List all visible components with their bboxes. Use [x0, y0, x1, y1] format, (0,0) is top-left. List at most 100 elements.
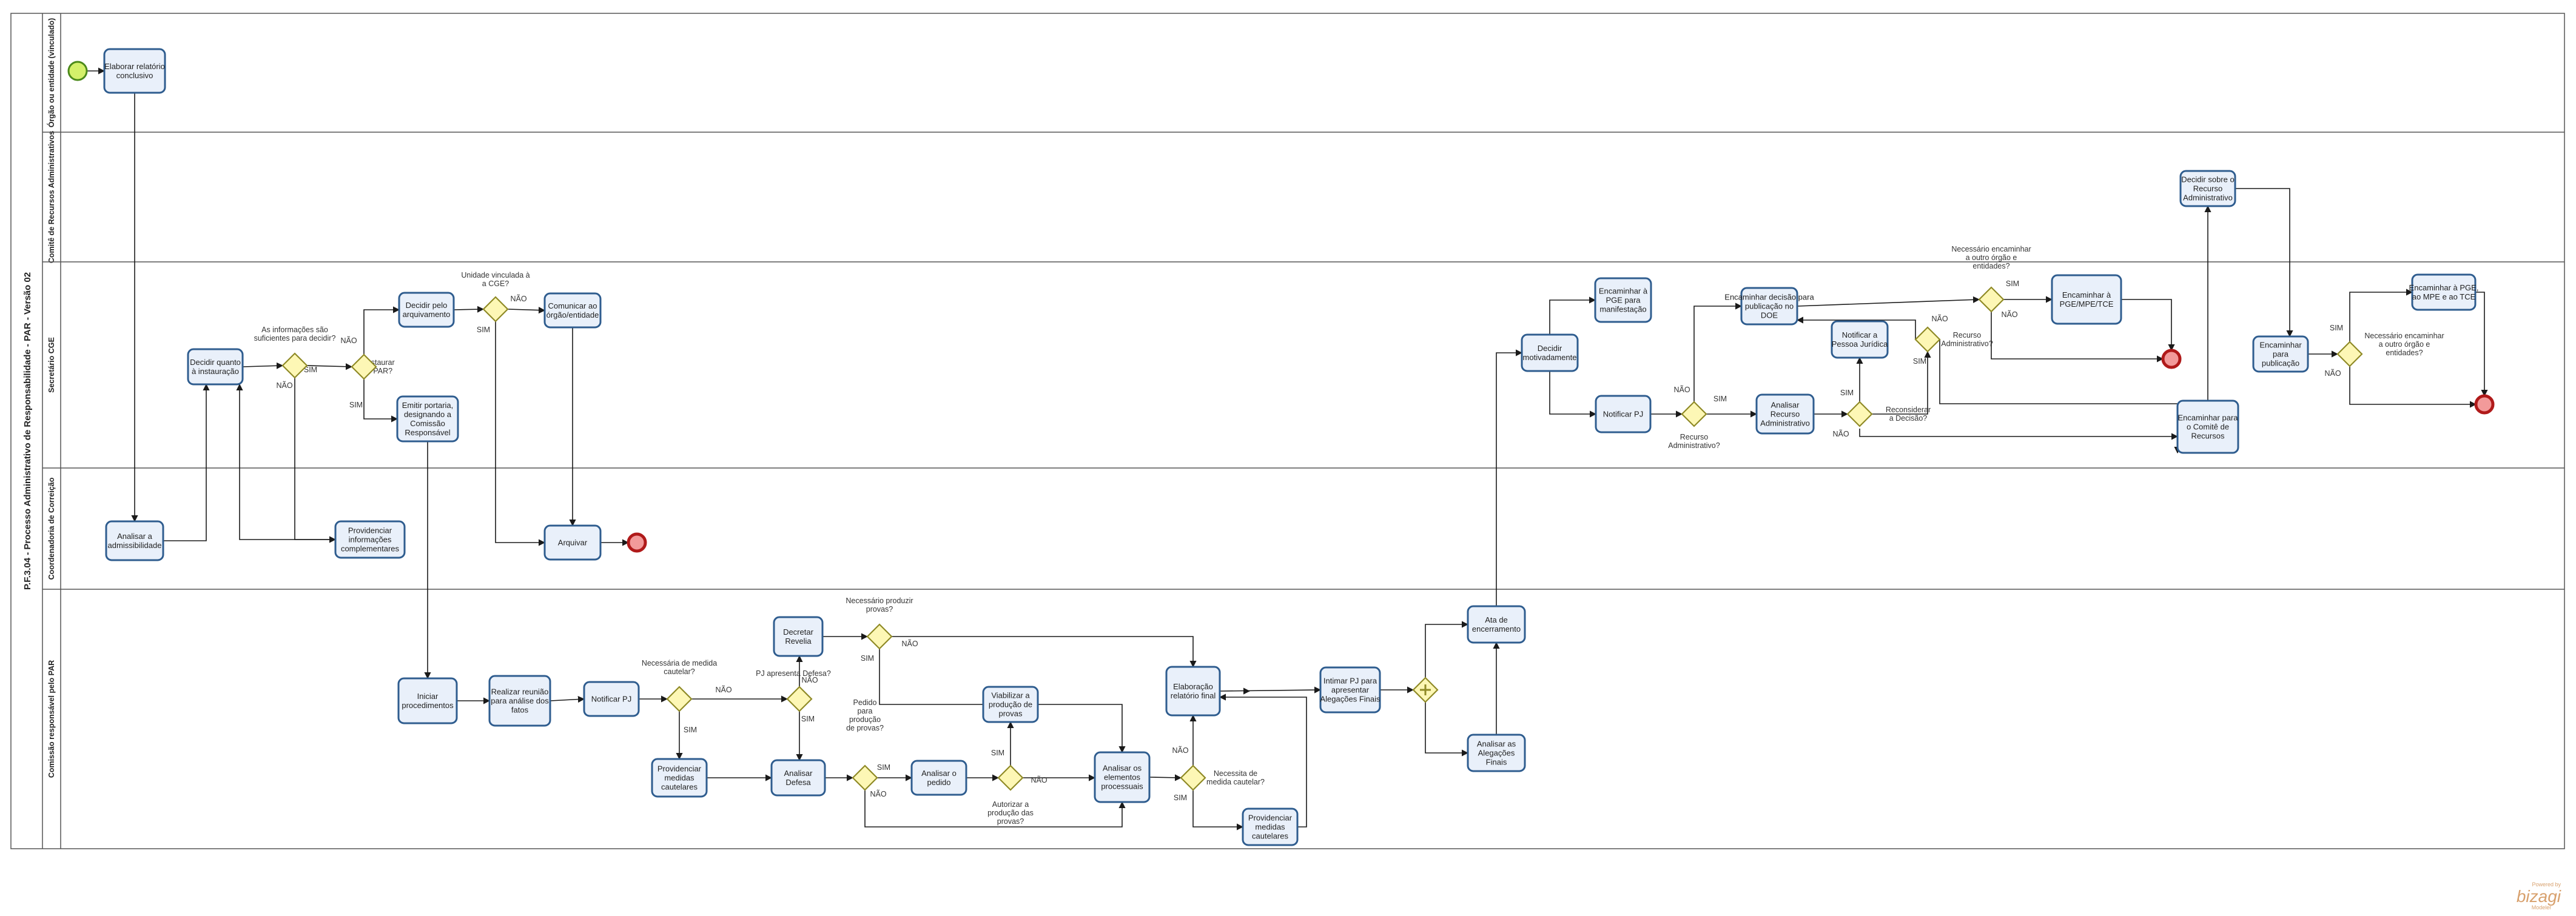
task-label: Encaminhar à PGE,ao MPE e ao TCE	[2409, 283, 2479, 301]
lane-title-orgao: Órgão ou entidade (vinculado)	[47, 18, 56, 128]
brand-logo-text: bizagi	[2517, 887, 2561, 906]
flow-label-sim: SIM	[1713, 395, 1727, 403]
exclusive-gateway	[786, 686, 813, 712]
task-box	[910, 760, 967, 796]
brand-logo: Powered by bizagi Modeler	[2517, 881, 2561, 911]
gateway-g-medida2	[1180, 764, 1206, 791]
sequence-flow	[1693, 303, 1743, 402]
gateway-g-recurso1	[1681, 401, 1707, 427]
exclusive-gateway	[2336, 341, 2363, 367]
flow-label-sim: SIM	[349, 401, 363, 409]
exclusive-gateway	[1978, 286, 2005, 313]
task-box	[543, 524, 602, 561]
exclusive-gateway	[852, 764, 878, 791]
brand-small-text: Powered by	[2532, 881, 2561, 888]
lane-title-comite: Comitê de Recursos Administrativos	[47, 131, 56, 263]
flow-label-sim: SIM	[684, 726, 697, 734]
sequence-flow	[2121, 299, 2175, 352]
gateway-g-defesa	[786, 686, 813, 712]
sequence-flow	[242, 362, 284, 369]
sequence-flow	[507, 307, 546, 314]
task-arquivar: Arquivar	[543, 524, 602, 561]
flow-label-sim: SIM	[304, 366, 317, 374]
flow-label-nao: NÃO	[1172, 746, 1188, 755]
task-box	[1740, 287, 1798, 326]
flow-label-nao: NÃO	[1673, 386, 1690, 394]
flow-label-nao: NÃO	[1031, 776, 1047, 784]
sequence-flow	[294, 378, 337, 543]
brand-sub-text: Modeler	[2532, 904, 2552, 911]
flow-label-nao: NÃO	[276, 381, 292, 390]
task-box	[397, 677, 458, 724]
sequence-flow	[363, 306, 400, 355]
parallel-gateway	[1412, 677, 1439, 703]
sequence-flow	[2349, 289, 2413, 342]
task-box	[1319, 666, 1381, 714]
sequence-flow	[1425, 621, 1469, 678]
task-box	[2176, 399, 2239, 454]
task-box	[1094, 751, 1151, 803]
sequence-flow	[550, 695, 585, 703]
task-box	[982, 686, 1039, 723]
task-box	[1595, 395, 1652, 433]
exclusive-gateway	[997, 764, 1024, 791]
flow-label-sim: SIM	[861, 654, 874, 663]
sequence-flow	[495, 321, 546, 546]
exclusive-gateway	[1681, 401, 1707, 427]
flow-label-sim: SIM	[1840, 389, 1854, 397]
flow-label-sim: SIM	[991, 749, 1004, 757]
task-box	[1594, 277, 1652, 323]
exclusive-gateway	[351, 353, 377, 380]
flow-label-sim: SIM	[1913, 357, 1926, 366]
task-box	[1467, 605, 1526, 644]
task-label: Notificar PJ	[591, 695, 631, 704]
sequence-flow	[453, 306, 485, 313]
flow-label-sim: SIM	[877, 763, 890, 772]
flow-label-sim: SIM	[2330, 324, 2343, 332]
sequence-flow	[2349, 366, 2477, 408]
gateway-g-cge	[482, 296, 509, 323]
task-notificar-pj-1: Notificar PJ	[583, 681, 640, 717]
sequence-flow	[1149, 774, 1182, 781]
task-box	[1165, 666, 1221, 717]
task-box	[488, 675, 551, 727]
exclusive-gateway	[281, 352, 308, 379]
sequence-flow	[1192, 790, 1244, 831]
flow-label-nao: NÃO	[1931, 315, 1948, 323]
task-box	[2051, 274, 2122, 325]
sequence-flow	[1219, 694, 1307, 827]
pool: P.F.3.04 - Processo Administrativo de Re…	[10, 13, 2565, 849]
sequence-flow	[1991, 312, 2164, 363]
task-box	[398, 292, 455, 328]
